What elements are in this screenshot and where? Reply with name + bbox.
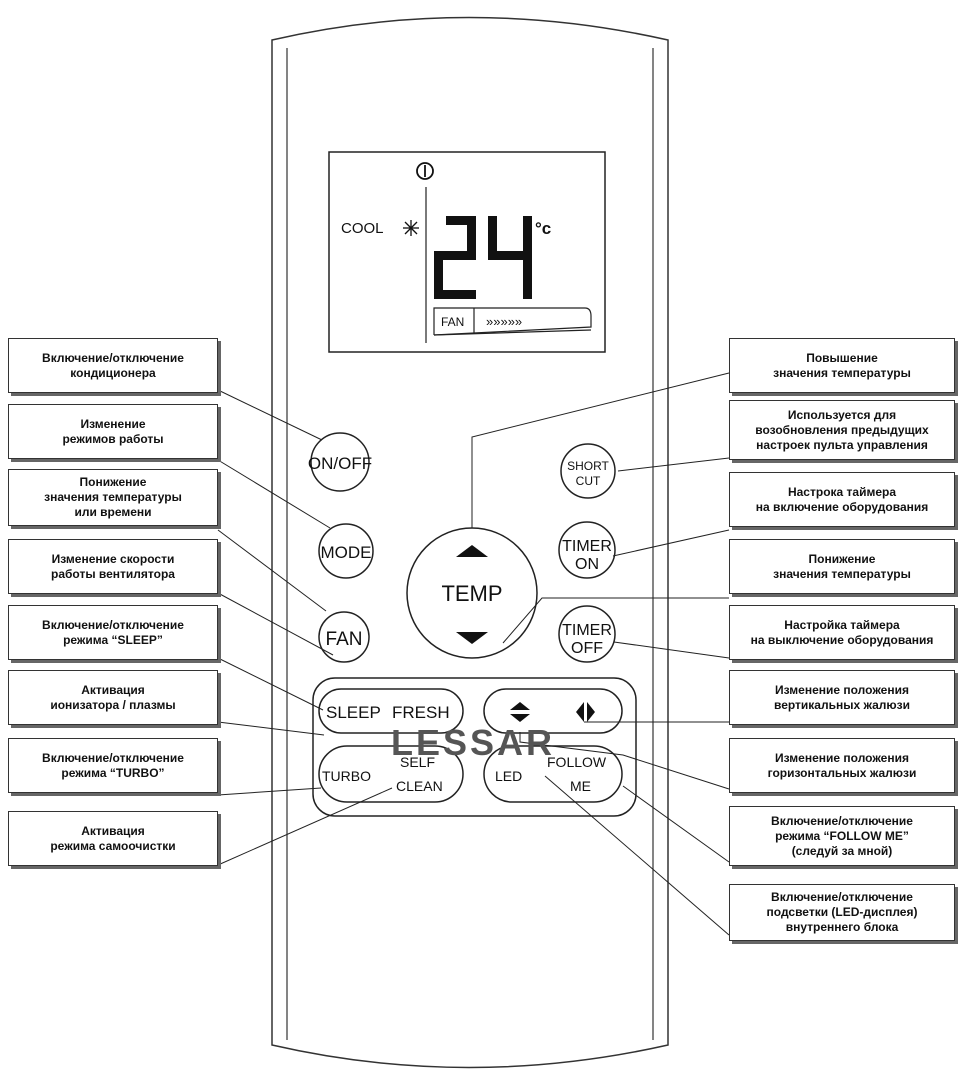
callout-mode: Изменение режимов работы xyxy=(8,404,218,459)
callout-timer-on: Настрока таймера на включение оборудован… xyxy=(729,472,955,527)
power-icon xyxy=(416,162,434,180)
callout-fan: Изменение скорости работы вентилятора xyxy=(8,539,218,594)
on-off-button[interactable]: ON/OFF xyxy=(308,432,372,492)
shortcut-button[interactable]: SHORT CUT xyxy=(560,443,616,499)
svg-text:ON: ON xyxy=(575,556,599,573)
clean-label: CLEAN xyxy=(396,778,443,794)
callout-turbo: Включение/отключение режима “TURBO” xyxy=(8,738,218,793)
svg-text:OFF: OFF xyxy=(571,640,603,657)
temp-down-arrow-icon[interactable] xyxy=(456,632,488,644)
svg-text:FAN: FAN xyxy=(326,629,363,650)
callout-temp-up: Повышение значения температуры xyxy=(729,338,955,393)
fan-speed-frame xyxy=(433,307,592,336)
callout-vertical-louvers: Изменение положения вертикальных жалюзи xyxy=(729,670,955,725)
temperature-digits xyxy=(434,216,532,299)
sleep-fresh-button[interactable]: SLEEP FRESH xyxy=(318,688,464,734)
callout-led: Включение/отключение подсветки (LED-дисп… xyxy=(729,884,955,941)
mode-indicator: COOL xyxy=(341,220,384,237)
turbo-label: TURBO xyxy=(322,768,371,784)
callout-sleep: Включение/отключение режима “SLEEP” xyxy=(8,605,218,660)
fresh-label: FRESH xyxy=(392,703,450,722)
temp-button[interactable]: TEMP xyxy=(406,527,538,659)
svg-text:TIMER: TIMER xyxy=(562,538,612,555)
svg-text:CUT: CUT xyxy=(576,474,601,488)
vertical-swing-icon xyxy=(510,702,530,710)
sleep-label: SLEEP xyxy=(326,703,381,722)
timer-off-button[interactable]: TIMER OFF xyxy=(558,605,616,663)
callout-self-clean: Активация режима самоочистки xyxy=(8,811,218,866)
snowflake-icon xyxy=(403,220,419,236)
svg-text:TIMER: TIMER xyxy=(562,622,612,639)
svg-text:TEMP: TEMP xyxy=(441,581,502,606)
fan-button[interactable]: FAN xyxy=(318,611,370,663)
me-label: ME xyxy=(570,778,591,794)
callout-timer-off: Настройка таймера на выключение оборудов… xyxy=(729,605,955,660)
svg-text:MODE: MODE xyxy=(321,543,372,562)
fan-speed-bar: »»»»» xyxy=(486,314,522,329)
callout-shortcut: Используется для возобновления предыдущи… xyxy=(729,400,955,460)
callout-on-off: Включение/отключение кондиционера xyxy=(8,338,218,393)
callout-horizontal-louvers: Изменение положения горизонтальных жалюз… xyxy=(729,738,955,793)
leader-lines xyxy=(217,372,730,936)
self-label: SELF xyxy=(400,754,435,770)
led-follow-me-button[interactable]: LED FOLLOW ME xyxy=(483,745,623,803)
callout-temp-down-left: Понижение значения температуры или време… xyxy=(8,469,218,526)
callout-temp-down-right: Понижение значения температуры xyxy=(729,539,955,594)
horizontal-swing-icon xyxy=(576,702,584,722)
fan-label: FAN xyxy=(441,315,464,329)
mode-button[interactable]: MODE xyxy=(318,523,374,579)
brand-logo: LESSAR xyxy=(390,722,556,763)
svg-text:SHORT: SHORT xyxy=(567,459,609,473)
callout-fresh: Активация ионизатора / плазмы xyxy=(8,670,218,725)
temp-up-arrow-icon[interactable] xyxy=(456,545,488,557)
led-label: LED xyxy=(495,768,522,784)
turbo-self-clean-button[interactable]: TURBO SELF CLEAN xyxy=(318,745,464,803)
svg-text:ON/OFF: ON/OFF xyxy=(308,454,372,473)
callout-follow-me: Включение/отключение режима “FOLLOW ME” … xyxy=(729,806,955,866)
follow-label: FOLLOW xyxy=(547,754,607,770)
temperature-unit: °c xyxy=(535,219,551,238)
timer-on-button[interactable]: TIMER ON xyxy=(558,521,616,579)
